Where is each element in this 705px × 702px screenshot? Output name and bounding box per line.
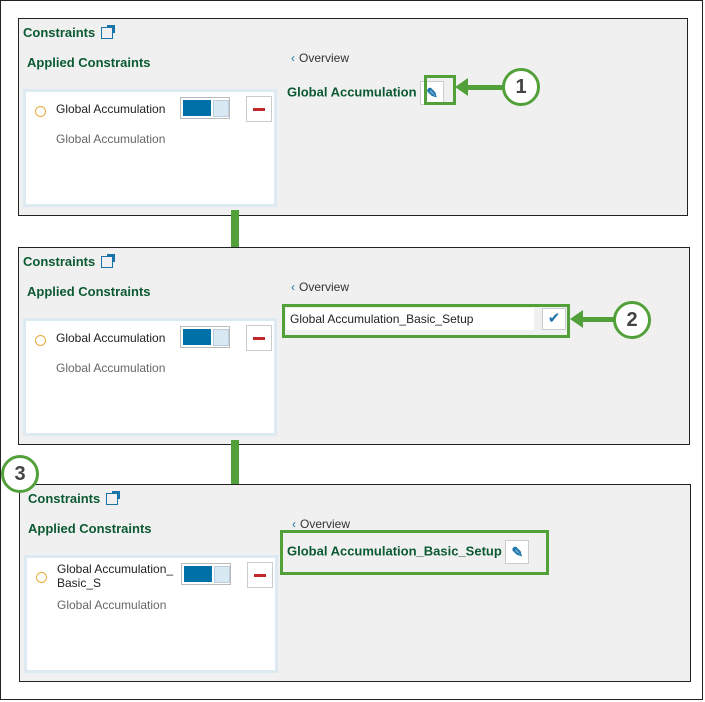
toggle-switch[interactable]: [180, 97, 230, 119]
title-text: Constraints: [23, 254, 96, 269]
constraints-panel-step1: Constraints Applied Constraints Global A…: [18, 18, 688, 216]
confirm-checkmark-icon[interactable]: ✔: [542, 308, 566, 330]
applied-constraints-heading: Applied Constraints: [27, 284, 151, 299]
overview-link[interactable]: ‹ Overview: [292, 517, 350, 531]
overview-text: Overview: [299, 51, 350, 65]
overview-text: Overview: [299, 280, 350, 294]
overview-text: Overview: [300, 517, 351, 531]
constraint-heading: Global Accumulation ✎: [287, 81, 445, 105]
callout-arrow: [455, 78, 507, 96]
overview-link[interactable]: ‹ Overview: [291, 280, 349, 294]
applied-constraints-heading: Applied Constraints: [28, 521, 152, 536]
constraint-card[interactable]: Global Accumulation Global Accumulation: [23, 89, 277, 207]
title-text: Constraints: [23, 25, 96, 40]
constraint-name: Global Accumulation: [56, 331, 166, 345]
radio-button[interactable]: [36, 572, 47, 583]
constraint-subtitle: Global Accumulation: [57, 598, 167, 612]
external-link-icon[interactable]: [106, 490, 121, 505]
highlight-box: [424, 75, 456, 105]
edit-pencil-icon[interactable]: ✎: [505, 540, 530, 564]
chevron-left-icon: ‹: [291, 51, 295, 65]
callout-3: 3: [1, 455, 39, 493]
panel-title: Constraints: [23, 253, 116, 269]
radio-button[interactable]: [35, 335, 46, 346]
remove-button[interactable]: [246, 325, 272, 351]
callout-arrow: [570, 310, 618, 328]
constraint-name-input[interactable]: Global Accumulation_Basic_Setup: [286, 308, 534, 330]
highlight-box: [282, 304, 570, 338]
constraint-card[interactable]: Global Accumulation_Basic_S Global Accum…: [24, 555, 278, 673]
panel-title: Constraints: [23, 24, 116, 40]
applied-constraints-heading: Applied Constraints: [27, 55, 151, 70]
heading-text: Global Accumulation: [287, 84, 417, 100]
overview-link[interactable]: ‹ Overview: [291, 51, 349, 65]
constraint-subtitle: Global Accumulation: [56, 132, 166, 146]
constraint-heading: Global Accumulation_Basic_Setup ✎: [287, 540, 530, 564]
constraints-panel-step2: Constraints Applied Constraints Global A…: [18, 247, 690, 445]
constraint-name: Global Accumulation: [56, 102, 166, 116]
callout-2: 2: [613, 301, 651, 339]
title-text: Constraints: [28, 491, 101, 506]
remove-button[interactable]: [246, 96, 272, 122]
constraint-card[interactable]: Global Accumulation Global Accumulation: [23, 318, 277, 436]
radio-button[interactable]: [35, 106, 46, 117]
chevron-left-icon: ‹: [292, 517, 296, 531]
callout-1: 1: [502, 68, 540, 106]
constraint-subtitle: Global Accumulation: [56, 361, 166, 375]
remove-button[interactable]: [247, 562, 273, 588]
heading-text: Global Accumulation_Basic_Setup: [287, 543, 502, 559]
constraint-name: Global Accumulation_Basic_S: [57, 562, 174, 590]
panel-title: Constraints: [28, 490, 121, 506]
toggle-switch[interactable]: [181, 563, 231, 585]
external-link-icon[interactable]: [101, 24, 116, 39]
chevron-left-icon: ‹: [291, 280, 295, 294]
constraints-panel-step3: Constraints Applied Constraints Global A…: [19, 484, 691, 682]
highlight-box: [280, 530, 549, 575]
toggle-switch[interactable]: [180, 326, 230, 348]
external-link-icon[interactable]: [101, 253, 116, 268]
